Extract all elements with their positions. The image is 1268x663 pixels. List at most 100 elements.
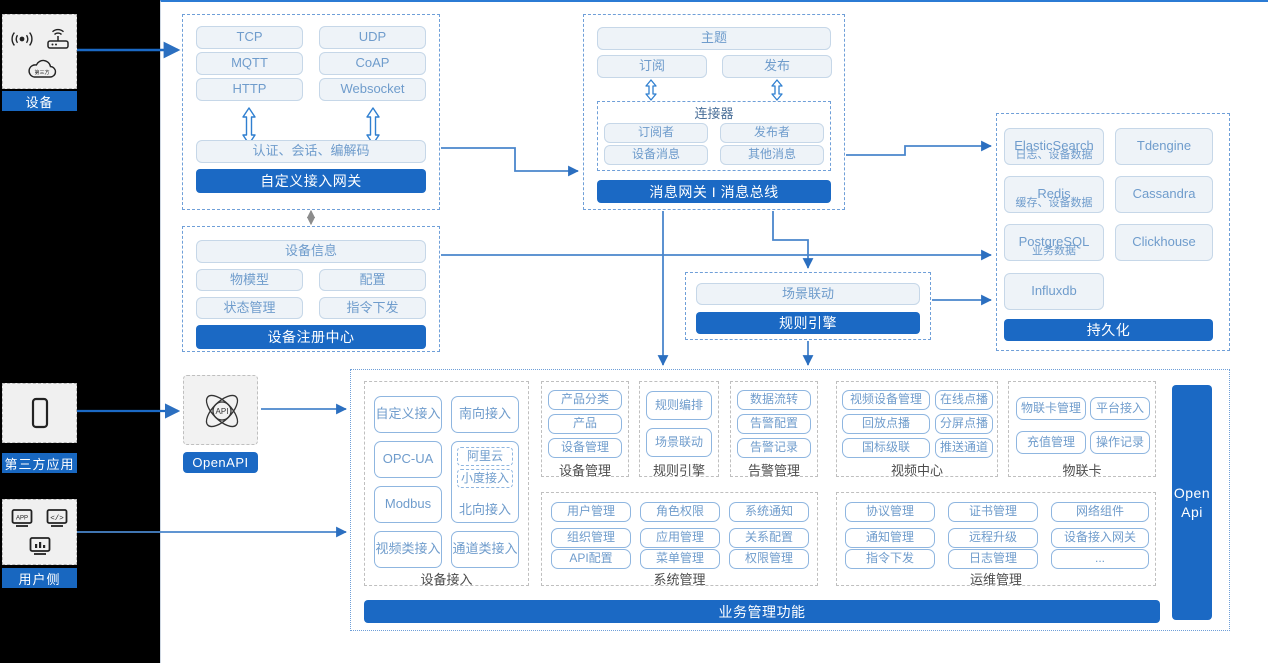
- connector-other-message[interactable]: 其他消息: [720, 145, 824, 165]
- dm-product-category[interactable]: 产品分类: [548, 390, 622, 410]
- protocol-tcp[interactable]: TCP: [196, 26, 303, 49]
- actor-device-icons: 第三方: [2, 14, 77, 89]
- access-video[interactable]: 视频类接入: [374, 531, 442, 568]
- openapi-bar[interactable]: OpenAPI: [183, 452, 258, 473]
- subscribe-chip[interactable]: 订阅: [597, 55, 707, 78]
- op-notice-management[interactable]: 通知管理: [845, 528, 935, 548]
- dm-device-management[interactable]: 设备管理: [548, 438, 622, 458]
- access-channel[interactable]: 通道类接入: [451, 531, 519, 568]
- op-log-management[interactable]: 日志管理: [948, 549, 1038, 569]
- access-opcua[interactable]: OPC-UA: [374, 441, 442, 478]
- caption-video-center: 视频中心: [890, 462, 943, 478]
- command-dispatch-chip[interactable]: 指令下发: [319, 297, 426, 319]
- connector-device-message[interactable]: 设备消息: [604, 145, 708, 165]
- protocol-mqtt[interactable]: MQTT: [196, 52, 303, 75]
- group-ops-management: [836, 492, 1156, 586]
- vc-gb-cascade[interactable]: 国标级联: [842, 438, 930, 458]
- config-chip[interactable]: 配置: [319, 269, 426, 291]
- topic-chip[interactable]: 主题: [597, 27, 831, 50]
- open-api-side-bar[interactable]: Open Api: [1172, 385, 1212, 620]
- am-data-flow[interactable]: 数据流转: [737, 390, 811, 410]
- store-elasticsearch-desc: 日志、设备数据: [1015, 148, 1093, 161]
- state-management-chip[interactable]: 状态管理: [196, 297, 303, 319]
- store-influxdb[interactable]: Influxdb: [1004, 273, 1104, 310]
- sm-api-config[interactable]: API配置: [551, 549, 631, 569]
- group-device-access: [364, 381, 529, 586]
- re-scene-linkage[interactable]: 场景联动: [646, 428, 712, 457]
- access-custom[interactable]: 自定义接入: [374, 396, 442, 433]
- op-protocol-management[interactable]: 协议管理: [845, 502, 935, 522]
- re-rule-orchestration[interactable]: 规则编排: [646, 391, 712, 420]
- router-icon: [45, 27, 71, 51]
- store-postgresql[interactable]: PostgreSQL: [1004, 224, 1104, 261]
- group-device-management: [541, 381, 629, 477]
- protocol-coap[interactable]: CoAP: [319, 52, 426, 75]
- op-cert-management[interactable]: 证书管理: [948, 502, 1038, 522]
- store-elasticsearch[interactable]: ElasticSearch: [1004, 128, 1104, 165]
- op-more[interactable]: ...: [1051, 549, 1149, 569]
- vc-playback[interactable]: 回放点播: [842, 414, 930, 434]
- group-persistence: [996, 113, 1230, 351]
- connector-subscriber[interactable]: 订阅者: [604, 123, 708, 143]
- device-info-chip[interactable]: 设备信息: [196, 240, 426, 263]
- sm-org-management[interactable]: 组织管理: [551, 528, 631, 548]
- sm-relation-config[interactable]: 关系配置: [729, 528, 809, 548]
- thing-model-chip[interactable]: 物模型: [196, 269, 303, 291]
- connector-title: 连接器: [694, 105, 734, 121]
- persistence-bar[interactable]: 持久化: [1004, 319, 1213, 341]
- vc-split-screen[interactable]: 分屏点播: [935, 414, 993, 434]
- protocol-http[interactable]: HTTP: [196, 78, 303, 101]
- sm-permission-management[interactable]: 权限管理: [729, 549, 809, 569]
- chart-screen-icon: [28, 536, 52, 557]
- openapi-icon-box: API: [183, 375, 258, 445]
- svg-text:第三方: 第三方: [34, 69, 49, 76]
- sm-system-notice[interactable]: 系统通知: [729, 502, 809, 522]
- access-aliyun[interactable]: 阿里云: [457, 447, 513, 466]
- store-redis[interactable]: Redis: [1004, 176, 1104, 213]
- store-cassandra[interactable]: Cassandra: [1115, 176, 1213, 213]
- store-tdengine[interactable]: Tdengine: [1115, 128, 1213, 165]
- message-gateway-bus-bar[interactable]: 消息网关 I 消息总线: [597, 180, 831, 203]
- ic-operation-log[interactable]: 操作记录: [1090, 431, 1150, 454]
- ic-card-management[interactable]: 物联卡管理: [1016, 397, 1086, 420]
- ic-recharge-management[interactable]: 充值管理: [1016, 431, 1086, 454]
- rule-engine-bar[interactable]: 规则引擎: [696, 312, 920, 334]
- vc-video-device-management[interactable]: 视频设备管理: [842, 390, 930, 410]
- custom-access-gateway-bar[interactable]: 自定义接入网关: [196, 169, 426, 193]
- ic-platform-access[interactable]: 平台接入: [1090, 397, 1150, 420]
- protocol-udp[interactable]: UDP: [319, 26, 426, 49]
- scene-linkage-chip[interactable]: 场景联动: [696, 283, 920, 305]
- access-modbus[interactable]: Modbus: [374, 486, 442, 523]
- auth-session-codec[interactable]: 认证、会话、编解码: [196, 140, 426, 163]
- access-southbound[interactable]: 南向接入: [451, 396, 519, 433]
- am-alarm-records[interactable]: 告警记录: [737, 438, 811, 458]
- group-video-center: [836, 381, 998, 477]
- publish-chip[interactable]: 发布: [722, 55, 832, 78]
- vc-push-channel[interactable]: 推送通道: [935, 438, 993, 458]
- cloud-icon: 第三方: [25, 59, 59, 81]
- actor-label-thirdparty: 第三方应用: [2, 453, 77, 473]
- sm-role-permission[interactable]: 角色权限: [640, 502, 720, 522]
- device-registry-bar[interactable]: 设备注册中心: [196, 325, 426, 349]
- sm-user-management[interactable]: 用户管理: [551, 502, 631, 522]
- svg-text:APP: APP: [16, 516, 28, 522]
- actor-label-userside: 用户侧: [2, 568, 77, 588]
- vc-online-play[interactable]: 在线点播: [935, 390, 993, 410]
- sm-app-management[interactable]: 应用管理: [640, 528, 720, 548]
- bidirectional-arrow-icon: [643, 79, 659, 106]
- app-screen-icon: APP: [10, 508, 34, 529]
- access-xiaodu[interactable]: 小度接入: [457, 469, 513, 488]
- op-remote-upgrade[interactable]: 远程升级: [948, 528, 1038, 548]
- dm-product[interactable]: 产品: [548, 414, 622, 434]
- op-command-dispatch[interactable]: 指令下发: [845, 549, 935, 569]
- svg-text:</>: </>: [50, 515, 64, 523]
- code-screen-icon: </>: [45, 508, 69, 529]
- protocol-websocket[interactable]: Websocket: [319, 78, 426, 101]
- op-device-access-gateway[interactable]: 设备接入网关: [1051, 528, 1149, 548]
- am-alarm-config[interactable]: 告警配置: [737, 414, 811, 434]
- store-clickhouse[interactable]: Clickhouse: [1115, 224, 1213, 261]
- connector-publisher[interactable]: 发布者: [720, 123, 824, 143]
- sm-menu-management[interactable]: 菜单管理: [640, 549, 720, 569]
- business-management-bar[interactable]: 业务管理功能: [364, 600, 1160, 623]
- op-network-component[interactable]: 网络组件: [1051, 502, 1149, 522]
